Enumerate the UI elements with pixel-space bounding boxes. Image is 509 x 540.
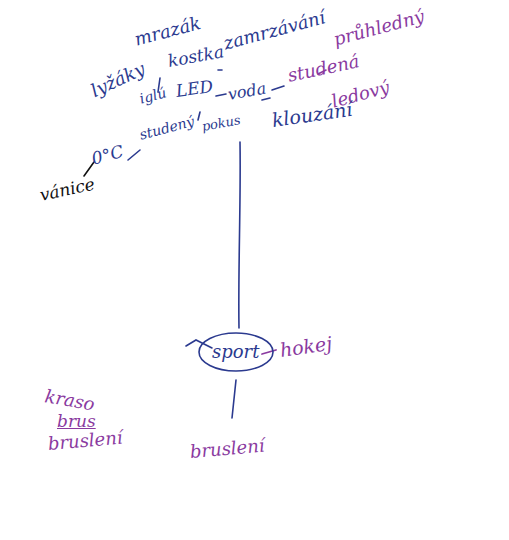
map-word: průhledný [331,6,426,49]
map-word: 0°C [90,142,126,168]
map-word: pokus [201,113,242,134]
circle-stroke [199,333,273,371]
map-word: kostka [166,42,225,70]
branch-line [239,142,240,328]
map-word: hokej [279,333,334,361]
topic-word: sport [212,342,260,362]
map-word: brus [57,412,96,431]
map-word: bruslení [47,428,123,454]
dash-line [198,112,200,120]
map-word: studená [286,51,361,85]
dash-line [218,69,222,71]
map-word: studený [138,114,196,143]
map-word: vánice [38,175,96,205]
dash-line [128,150,140,160]
map-word: kraso [43,386,96,414]
dash-line [272,86,284,90]
dash-line [262,98,270,100]
map-word: bruslení [189,436,265,462]
map-word: iglú [138,85,168,107]
dash-line [262,350,276,354]
map-word: mrazák [132,13,202,50]
map-word: klouzání [271,99,354,131]
branch-line [186,340,212,348]
circled-topic: sport [198,332,274,372]
map-word: zamrzávání [221,7,327,53]
dash-line [216,94,226,96]
map-word: LED [175,77,215,101]
branch-line [232,380,236,418]
